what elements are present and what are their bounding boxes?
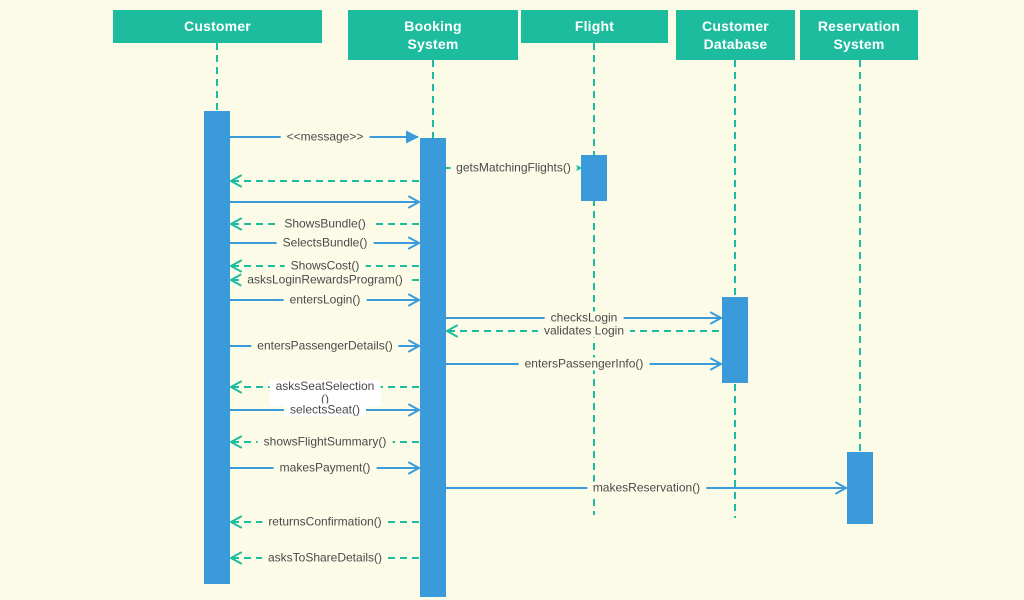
activation-bar-flight (581, 155, 607, 201)
message-customer-to-booking-system: entersPassengerDetails() (230, 338, 422, 354)
message-label: asksToShareDetails() (261, 551, 389, 565)
message-booking-system-to-customer: asksToShareDetails() (228, 550, 420, 566)
message-label: asksLoginRewardsProgram() (241, 273, 409, 287)
message-booking-system-to-customer: ShowsBundle() (228, 216, 420, 232)
lifeline-flight (593, 43, 595, 515)
lifeline-customer-database (734, 60, 736, 518)
message-label: SelectsBundle() (276, 236, 374, 250)
message-customer-to-booking-system: entersLogin() (230, 292, 422, 308)
actor-box-reservation-system: Reservation System (800, 10, 918, 60)
actor-box-customer-database: Customer Database (676, 10, 795, 60)
message-customer-to-booking-system: <<message>> (230, 129, 420, 145)
message-customer-to-booking-system: SelectsBundle() (230, 235, 422, 251)
actor-box-customer: Customer (113, 10, 322, 43)
message-customer-to-booking-system (230, 194, 422, 210)
message-label: getsMatchingFlights() (450, 161, 577, 175)
message-booking-system-to-reservation-system: makesReservation() (446, 480, 849, 496)
message-label: asksSeatSelection () (269, 380, 381, 406)
message-customer-to-booking-system: selectsSeat() (230, 402, 422, 418)
message-label: checksLogin (544, 311, 624, 325)
message-label: selectsSeat() (283, 403, 367, 417)
message-booking-system-to-customer (228, 173, 420, 189)
message-booking-system-to-customer: asksSeatSelection () (228, 379, 420, 406)
actor-box-flight: Flight (521, 10, 668, 43)
message-booking-system-to-customer: showsFlightSummary() (228, 434, 420, 450)
message-label: entersPassengerInfo() (518, 357, 650, 371)
message-label: ShowsCost() (284, 259, 366, 273)
lifeline-reservation-system (859, 60, 861, 452)
actor-box-booking-system: Booking System (348, 10, 518, 60)
activation-bar-booking-system (420, 138, 446, 597)
activation-bar-customer-database (722, 297, 748, 383)
message-booking-system-to-flight: getsMatchingFlights() (446, 160, 583, 176)
message-customer-database-to-booking-system: validates Login (444, 323, 722, 339)
message-label: <<message>> (280, 130, 370, 144)
message-booking-system-to-customer: returnsConfirmation() (228, 514, 420, 530)
message-booking-system-to-customer-database: entersPassengerInfo() (446, 356, 724, 372)
activation-bar-customer (204, 111, 230, 584)
lifeline-booking-system (432, 60, 434, 140)
message-customer-to-booking-system: makesPayment() (230, 460, 422, 476)
message-booking-system-to-customer: asksLoginRewardsProgram() (228, 272, 420, 288)
message-label: ShowsBundle() (278, 217, 372, 231)
activation-bar-reservation-system (847, 452, 873, 524)
message-label: entersPassengerDetails() (251, 339, 399, 353)
lifeline-customer (216, 43, 218, 111)
message-label: showsFlightSummary() (257, 435, 393, 449)
message-label: makesPayment() (273, 461, 377, 475)
message-label: validates Login (537, 324, 631, 338)
message-label: returnsConfirmation() (262, 515, 388, 529)
message-label: makesReservation() (586, 481, 707, 495)
message-booking-system-to-customer-database: checksLogin (446, 310, 724, 326)
message-booking-system-to-customer: ShowsCost() (228, 258, 420, 274)
message-label: entersLogin() (283, 293, 367, 307)
